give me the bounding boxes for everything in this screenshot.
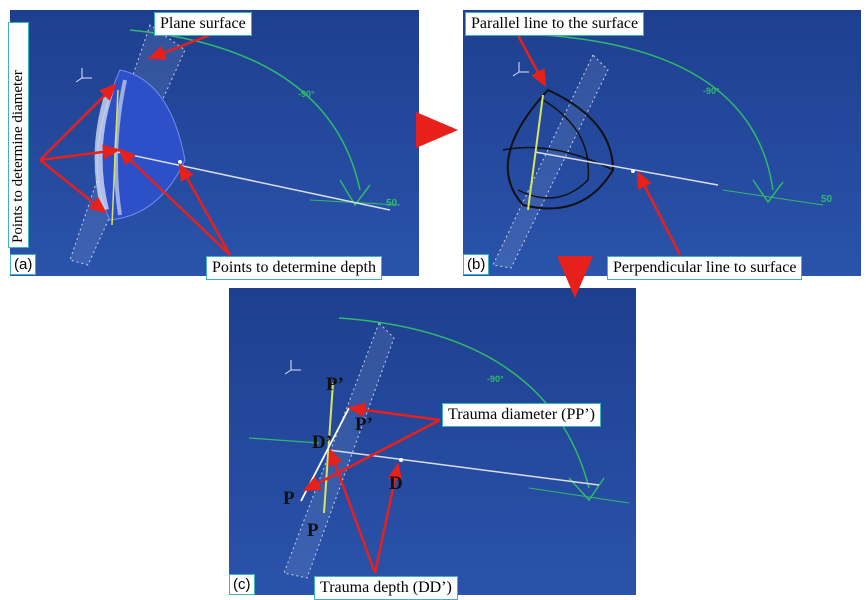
angle-arc-c bbox=[338, 317, 590, 489]
plane-surface-label: Plane surface bbox=[154, 12, 252, 36]
angle-arc-b bbox=[542, 34, 774, 191]
panel-b-scene bbox=[492, 34, 824, 269]
point-p-left: P bbox=[283, 488, 295, 509]
point-p-bottom: P bbox=[307, 520, 319, 541]
axis-gizmo-b bbox=[512, 62, 529, 77]
panel-b-tag: (b) bbox=[463, 254, 490, 275]
scale-label-a: 50 bbox=[386, 198, 398, 209]
axis-gizmo bbox=[75, 68, 92, 83]
scale-label-b: 50 bbox=[821, 194, 833, 205]
panel-b: -90° 50 (b) bbox=[463, 10, 861, 276]
angle-label-a: -90° bbox=[298, 89, 315, 99]
panel-a: -90° 50 (a) bbox=[10, 10, 419, 276]
point-p-prime-top: P’ bbox=[326, 374, 344, 395]
trauma-wireframe bbox=[506, 88, 615, 210]
angle-label-b: -90° bbox=[703, 86, 720, 96]
points-diameter-label: Points to determine diameter bbox=[8, 22, 29, 248]
depth-line-c bbox=[328, 449, 600, 486]
point-d: D bbox=[389, 473, 403, 494]
panel-c-tag: (c) bbox=[229, 574, 255, 595]
panel-a-scene bbox=[69, 24, 401, 266]
panel-a-tag: (a) bbox=[10, 254, 37, 275]
axis-gizmo-c bbox=[284, 360, 301, 375]
trauma-depth-label: Trauma depth (DD’) bbox=[314, 576, 458, 600]
points-depth-label: Points to determine depth bbox=[206, 256, 382, 280]
plane-surface-shape-c bbox=[283, 322, 395, 579]
point-p-prime-mid: P’ bbox=[355, 414, 373, 435]
parallel-line-label: Parallel line to the surface bbox=[465, 12, 645, 36]
panel-c: -90° 50 (c) bbox=[229, 288, 636, 595]
angle-label-c: -90° bbox=[487, 374, 504, 384]
perpendicular-line-shape bbox=[534, 151, 719, 186]
perpendicular-line-label: Perpendicular line to surface bbox=[607, 256, 803, 280]
panel-c-scene bbox=[248, 317, 630, 579]
trauma-diameter-label: Trauma diameter (PP’) bbox=[442, 403, 601, 427]
point-d-prime: D’ bbox=[312, 432, 333, 453]
